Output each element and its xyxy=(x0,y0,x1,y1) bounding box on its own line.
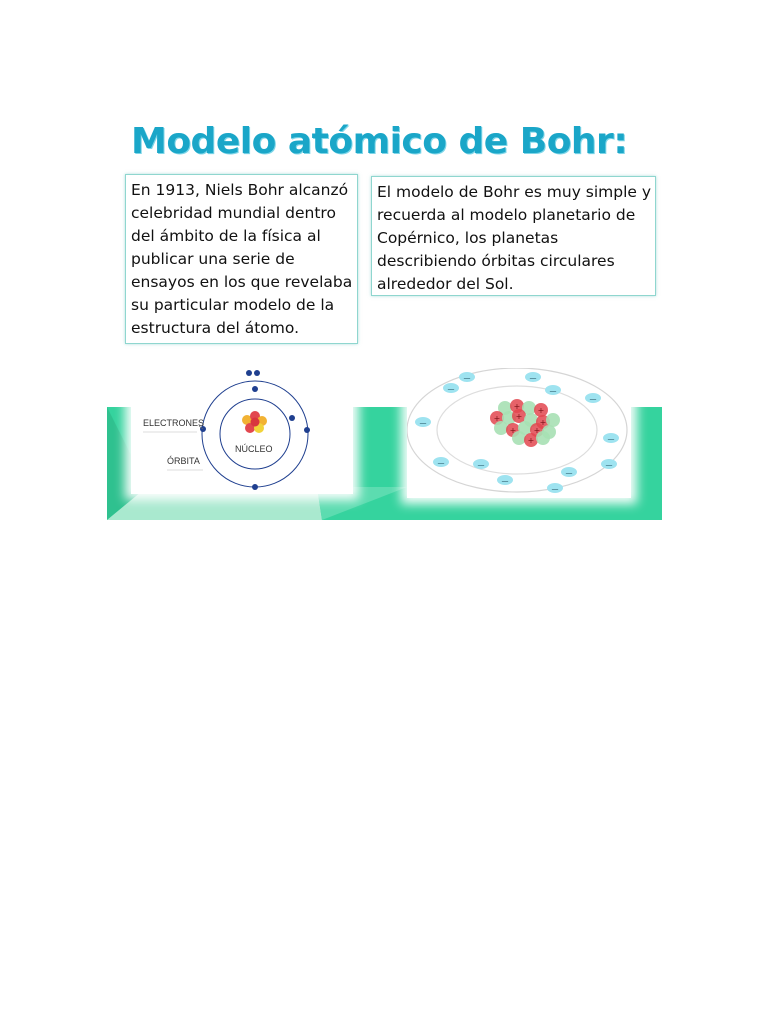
slide: Modelo atómico de Bohr: En 1913, Niels B… xyxy=(107,110,662,520)
electron-particle: — xyxy=(561,467,577,477)
plus-sign: + xyxy=(494,414,501,423)
nucleus-icon xyxy=(242,411,267,433)
minus-sign: — xyxy=(530,374,537,382)
minus-sign: — xyxy=(606,461,613,469)
electron-dot xyxy=(254,370,260,376)
neutron-particle xyxy=(536,431,550,445)
electron-particle: — xyxy=(525,372,541,382)
minus-sign: — xyxy=(438,459,445,467)
electron-dot xyxy=(252,484,258,490)
neutron-particle xyxy=(494,421,508,435)
right-text-line: El modelo de Bohr es muy simple y xyxy=(377,183,652,201)
electron-particle: — xyxy=(603,433,619,443)
slide-title: Modelo atómico de Bohr: xyxy=(131,121,628,162)
orbit-label: ÓRBITA xyxy=(167,456,200,466)
band-mid-facet xyxy=(317,487,407,520)
bohr-diagram-panel: ELECTRONES ÓRBITA NÚCLEO xyxy=(131,368,353,494)
left-text-line: publicar una serie de xyxy=(131,250,295,268)
right-text-line: alrededor del Sol. xyxy=(377,275,514,293)
electron-particle: — xyxy=(473,459,489,469)
left-text-line: En 1913, Niels Bohr alcanzó xyxy=(131,181,349,199)
electron-particle: — xyxy=(585,393,601,403)
right-text-box: El modelo de Bohr es muy simple y recuer… xyxy=(371,176,656,296)
plus-sign: + xyxy=(510,426,517,435)
inner-orbit xyxy=(219,398,291,470)
electron-particle: — xyxy=(601,459,617,469)
minus-sign: — xyxy=(552,485,559,493)
electron-particle: — xyxy=(433,457,449,467)
electrons-label: ELECTRONES xyxy=(143,418,204,428)
outer-orbit xyxy=(407,368,628,493)
outer-orbit xyxy=(201,380,309,488)
bohr-atom-diagram: ELECTRONES ÓRBITA NÚCLEO xyxy=(143,370,310,490)
electron-particle: — xyxy=(547,483,563,493)
left-text-box: En 1913, Niels Bohr alcanzó celebridad m… xyxy=(125,174,358,344)
electron-particle: — xyxy=(415,417,431,427)
electron-dot xyxy=(246,370,252,376)
electron-dot xyxy=(289,415,295,421)
electrons-pointer xyxy=(198,425,204,430)
left-text-line: celebridad mundial dentro xyxy=(131,204,336,222)
minus-sign: — xyxy=(420,419,427,427)
neutron-particle xyxy=(512,431,526,445)
plus-sign: + xyxy=(514,402,521,411)
neutron-particle xyxy=(546,413,560,427)
minus-sign: — xyxy=(464,374,471,382)
electron-dot xyxy=(252,386,258,392)
minus-sign: — xyxy=(608,435,615,443)
plus-sign: + xyxy=(516,412,523,421)
band-light-facet xyxy=(107,487,322,520)
right-text-line: describiendo órbitas circulares xyxy=(377,252,615,270)
planetary-diagram-panel: ++++++++ ————————————— xyxy=(407,368,631,498)
proton-particle: + xyxy=(524,433,538,447)
minus-sign: — xyxy=(502,477,509,485)
planetary-atom-diagram: ++++++++ ————————————— xyxy=(407,368,628,493)
plus-sign: + xyxy=(534,426,541,435)
inner-orbit xyxy=(436,385,598,475)
plus-sign: + xyxy=(528,436,535,445)
proton-particle: + xyxy=(534,403,548,417)
electron-particle: — xyxy=(443,383,459,393)
electron-ring: — — — — — — — — — — — — — xyxy=(415,372,619,493)
nucleus-label: NÚCLEO xyxy=(235,444,273,454)
right-text-line: recuerda al modelo planetario de xyxy=(377,206,636,224)
electron-particle: — xyxy=(459,372,475,382)
electron-particle: — xyxy=(545,385,561,395)
minus-sign: — xyxy=(566,469,573,477)
nucleus-cluster: ++++++++ xyxy=(490,399,560,447)
minus-sign: — xyxy=(448,385,455,393)
plus-sign: + xyxy=(540,418,547,427)
proton-particle: + xyxy=(512,409,526,423)
minus-sign: — xyxy=(550,387,557,395)
left-text-line: ensayos en los que revelaba xyxy=(131,273,353,291)
left-text-line: su particular modelo de la xyxy=(131,296,335,314)
left-text-line: del ámbito de la física al xyxy=(131,227,321,245)
neutron-particle xyxy=(522,401,536,415)
minus-sign: — xyxy=(590,395,597,403)
plus-sign: + xyxy=(538,406,545,415)
right-text-line: Copérnico, los planetas xyxy=(377,229,559,247)
electron-dot xyxy=(304,427,310,433)
left-text-line: estructura del átomo. xyxy=(131,319,300,337)
minus-sign: — xyxy=(478,461,485,469)
electron-particle: — xyxy=(497,475,513,485)
